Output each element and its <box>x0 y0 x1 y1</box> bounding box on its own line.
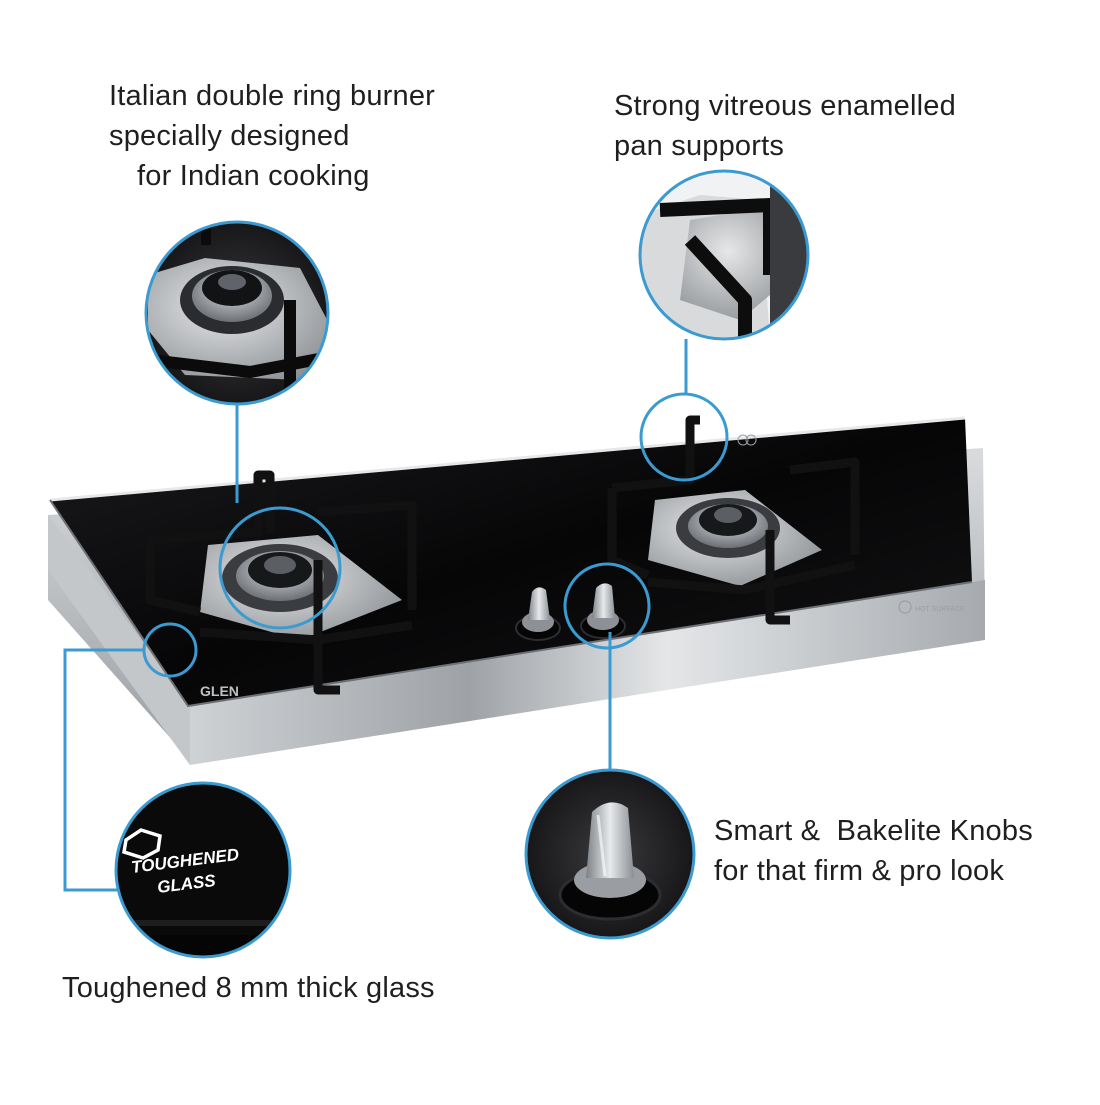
zoom-glass: TOUGHENED GLASS <box>114 781 292 959</box>
pan-support-feature-caption: Strong vitreous enamelled pan supports <box>614 86 956 166</box>
caption-line: Smart & Bakelite Knobs <box>714 815 1033 847</box>
control-knob-right[interactable] <box>580 583 626 639</box>
zoom-knob <box>524 768 696 940</box>
steel-frame-side <box>48 515 190 765</box>
burner-feature-caption: Italian double ring burner specially des… <box>109 76 435 196</box>
caption-line: for Indian cooking <box>137 160 370 192</box>
caption-line: for that firm & pro look <box>714 855 1005 887</box>
caption-line: Italian double ring burner <box>109 80 436 112</box>
knob-callout-ring <box>563 562 651 650</box>
zoom-burner <box>144 220 330 406</box>
steel-frame-front <box>190 580 985 765</box>
glass-mark-icon <box>737 434 749 446</box>
toughened-glass-icon <box>122 828 162 860</box>
caption-line: Toughened 8 mm thick glass <box>62 972 435 1004</box>
control-knob-left[interactable] <box>515 587 561 641</box>
right-burner <box>607 415 860 625</box>
zoom-pan-support <box>638 169 810 341</box>
glass-callout-line <box>63 648 144 892</box>
hot-surface-badge: HOT SURFACE <box>915 606 965 613</box>
caption-line: Strong vitreous enamelled <box>614 90 956 122</box>
caption-line: pan supports <box>614 130 785 162</box>
cooktop-body: GLEN HOT SURFACE <box>48 415 985 765</box>
burner-callout-ring <box>218 506 342 630</box>
glass-feature-caption: Toughened 8 mm thick glass <box>62 968 435 1008</box>
caption-line: specially designed <box>109 120 350 152</box>
hot-surface-icon <box>898 600 912 614</box>
brand-logo: GLEN <box>200 683 239 699</box>
pan-callout-ring <box>639 392 729 482</box>
left-burner <box>145 470 417 695</box>
callout-lines <box>63 339 729 892</box>
knob-feature-caption: Smart & Bakelite Knobs for that firm & p… <box>714 811 1033 891</box>
